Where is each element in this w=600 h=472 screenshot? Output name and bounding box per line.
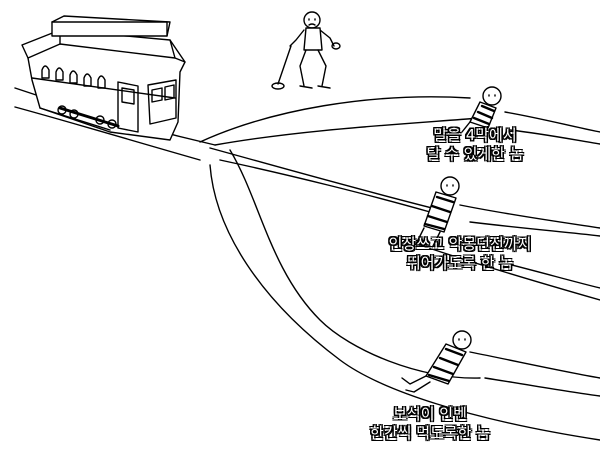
caption-person-1-line-1: 말을 4막에서 (433, 126, 517, 144)
caption-person-1: 말을 4막에서 탈 수 있게한 놈 (395, 126, 555, 164)
tied-person-2 (409, 176, 460, 249)
tied-person-3 (401, 330, 472, 393)
caption-person-1-line-2: 탈 수 있게한 놈 (426, 145, 524, 163)
caption-person-3-line-2: 한칸씩 먹도록한 놈 (370, 424, 490, 442)
caption-person-3: 보석이 인벤 한칸씩 먹도록한 놈 (355, 405, 505, 443)
lower-track (209, 149, 600, 441)
caption-person-2-line-1: 인장쓰고 악몽던전까지 (388, 235, 532, 253)
caption-person-2-line-2: 뛰어가도록 한 놈 (406, 254, 514, 272)
trolley (21, 15, 186, 141)
lever-person (271, 11, 341, 90)
middle-track (419, 204, 600, 301)
caption-person-3-line-1: 보석이 인벤 (393, 405, 467, 423)
upper-track (209, 111, 600, 213)
tied-person-1 (461, 86, 502, 133)
caption-person-2: 인장쓰고 악몽던전까지 뛰어가도록 한 놈 (360, 235, 560, 273)
